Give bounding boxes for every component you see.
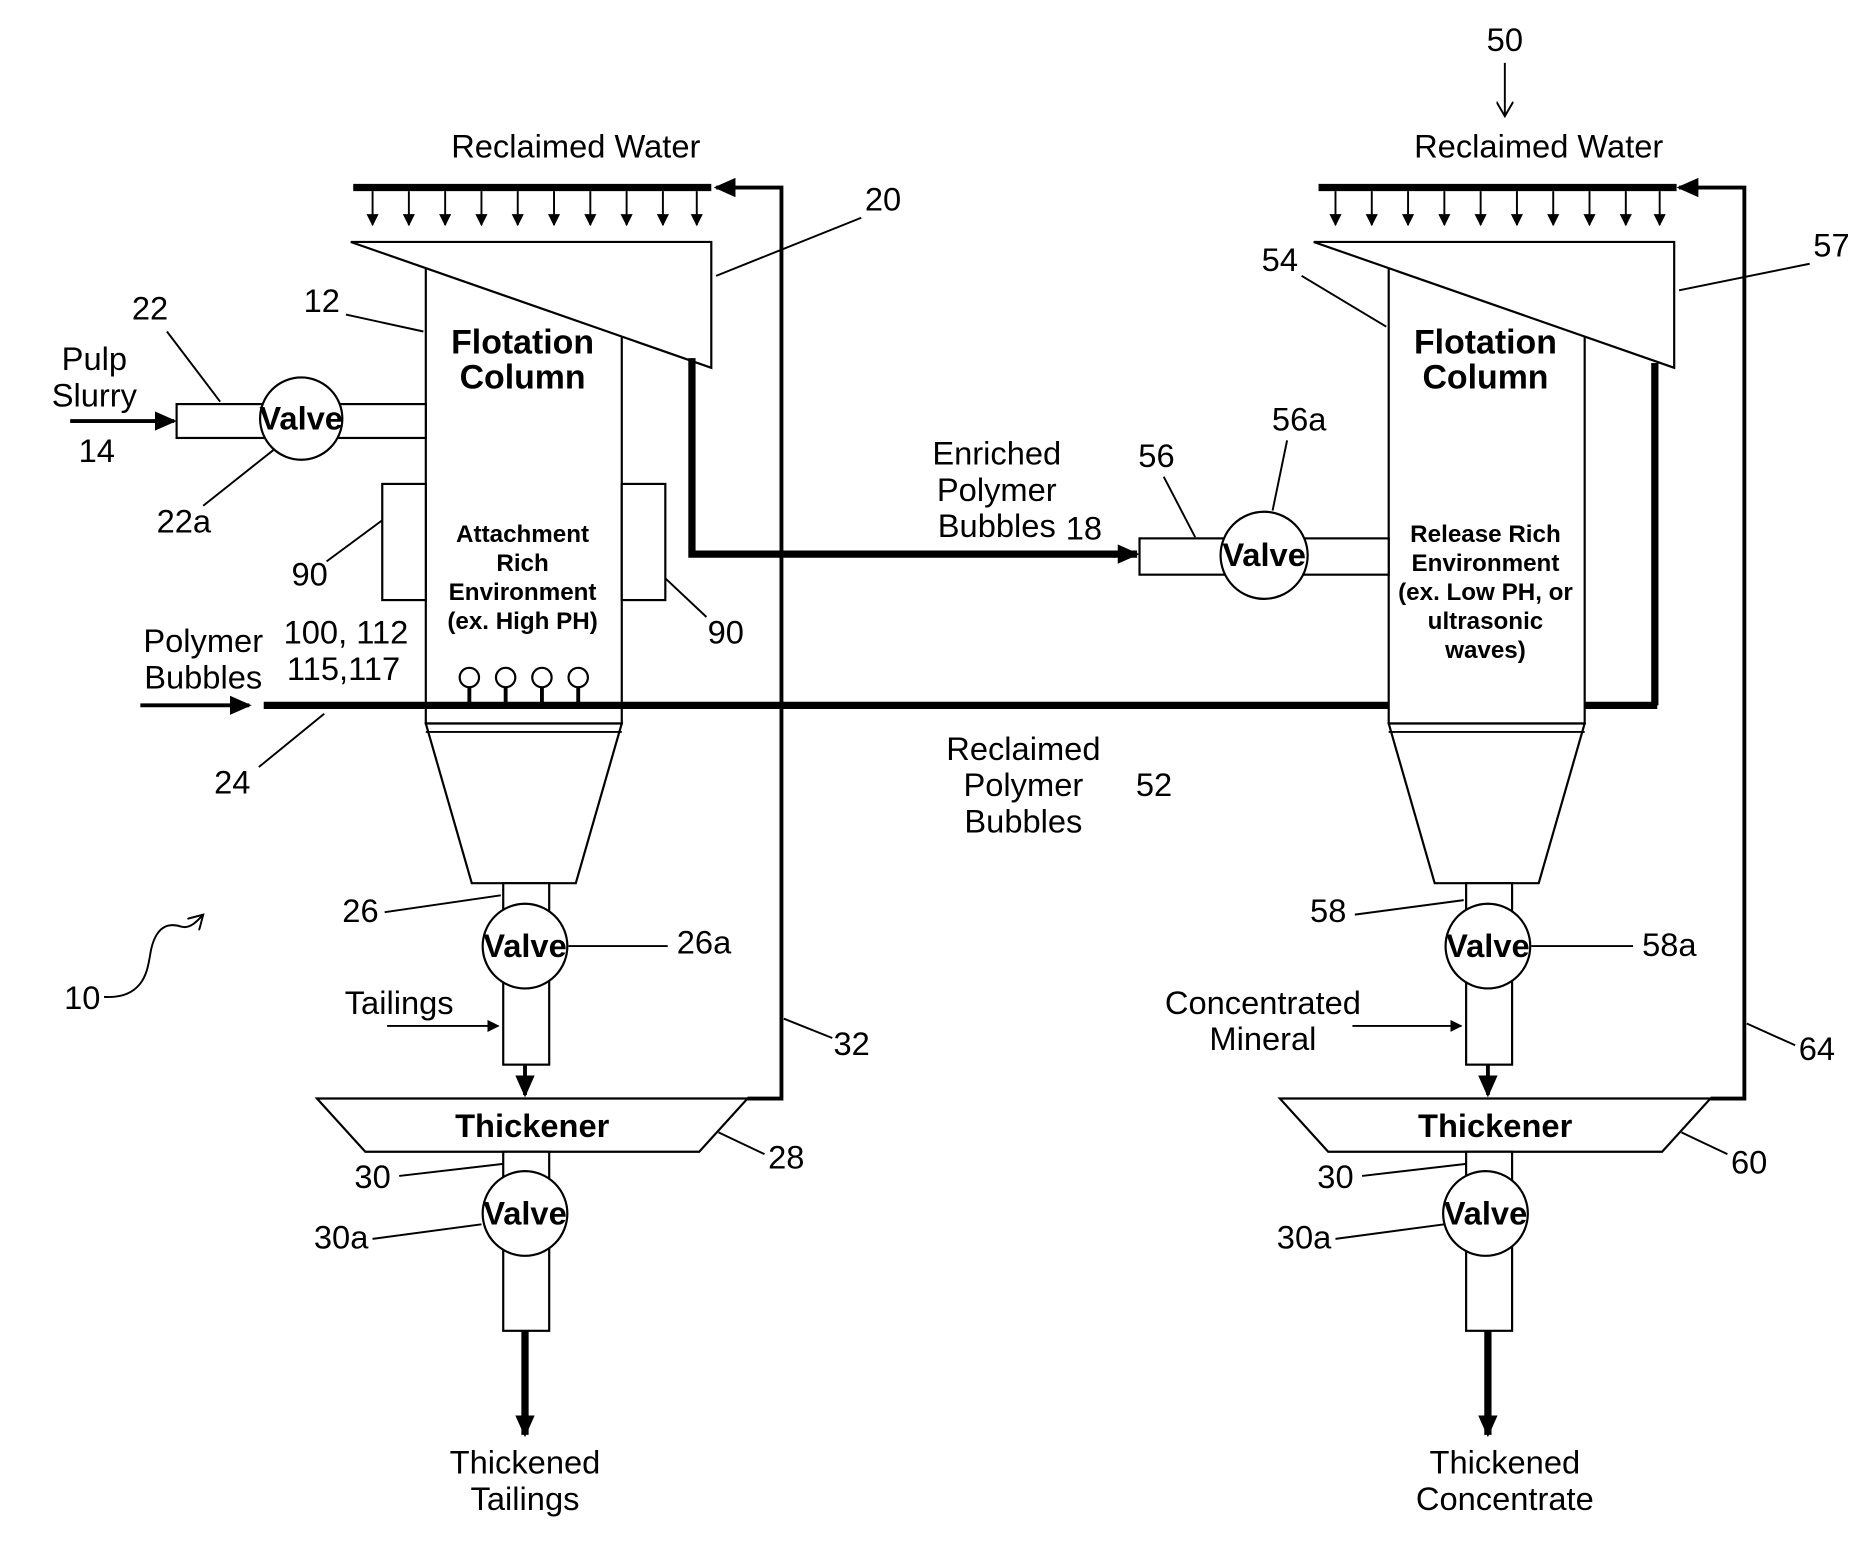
release-l4: ultrasonic [1428, 608, 1544, 635]
enriched-l1: Enriched [932, 435, 1061, 472]
ref-90-right: 90 [708, 614, 744, 651]
concentrated-l2: Mineral [1209, 1020, 1316, 1057]
ref-58: 58 [1310, 892, 1346, 929]
reclaimed-polymer-l3: Bubbles [964, 802, 1082, 839]
flotation-column-left-l1: Flotation [451, 323, 594, 361]
valve-label: Valve [259, 399, 343, 436]
thickened-concentrate-l1: Thickened [1430, 1444, 1581, 1481]
ref-30-right: 30 [1317, 1158, 1353, 1195]
enriched-l3: Bubbles [938, 507, 1056, 544]
left-flotation-unit: Valve Valve Thickener Valve [70, 188, 781, 1435]
pulp-slurry-l2: Slurry [52, 377, 138, 414]
left-spray-arrows [373, 191, 697, 225]
flotation-column-left-l2: Column [460, 358, 586, 396]
ref-28: 28 [768, 1139, 804, 1176]
polymer-bubbles-l2: Bubbles [144, 658, 262, 695]
flotation-column-right-l1: Flotation [1414, 323, 1557, 361]
left-side-box-90 [382, 484, 426, 600]
thickened-tailings-l1: Thickened [450, 1444, 601, 1481]
ref-20: 20 [865, 181, 901, 218]
ref-12: 12 [304, 282, 340, 319]
concentrated-l1: Concentrated [1165, 984, 1361, 1021]
right-spray-arrows [1335, 191, 1659, 225]
ref-26a: 26a [677, 923, 732, 960]
flotation-column-right-l2: Column [1422, 358, 1548, 396]
ref-22: 22 [132, 289, 168, 326]
reclaimed-polymer-l1: Reclaimed [946, 730, 1100, 767]
thickened-concentrate-l2: Concentrate [1416, 1480, 1594, 1517]
ref-24: 24 [214, 764, 250, 801]
reclaimed-water-left: Reclaimed Water [451, 127, 700, 164]
thickener-left-label: Thickener [455, 1107, 610, 1144]
ref-90-left: 90 [292, 556, 328, 593]
right-column-cone [1389, 723, 1585, 883]
ref-115-117: 115,117 [287, 650, 400, 687]
attach-l3: Environment [449, 579, 597, 606]
ref-26: 26 [342, 892, 378, 929]
ref-60: 60 [1731, 1144, 1767, 1181]
thickened-tailings-l2: Tailings [471, 1480, 580, 1517]
ref-56a: 56a [1272, 401, 1327, 438]
release-l2: Environment [1412, 550, 1560, 577]
release-l1: Release Rich [1410, 521, 1561, 548]
enriched-l2: Polymer [937, 471, 1057, 508]
thickener-right-label: Thickener [1418, 1107, 1573, 1144]
right-side-box-90 [622, 484, 666, 600]
pulp-slurry-l1: Pulp [62, 340, 127, 377]
release-l3: (ex. Low PH, or [1398, 579, 1573, 606]
ref-58a: 58a [1642, 926, 1697, 963]
attach-l4: (ex. High PH) [447, 608, 598, 635]
valve-label: Valve [483, 1194, 567, 1231]
ref-18: 18 [1066, 510, 1102, 547]
release-l5: waves) [1444, 637, 1526, 664]
valve-label: Valve [1444, 1194, 1528, 1231]
ref-30a-left: 30a [314, 1219, 369, 1256]
tailings-label: Tailings [345, 984, 454, 1021]
left-column-cone [426, 723, 622, 883]
ref-32: 32 [833, 1025, 869, 1062]
ref-56: 56 [1138, 437, 1174, 474]
ref-14: 14 [79, 432, 115, 469]
valve-label: Valve [1222, 536, 1306, 573]
ref-54: 54 [1262, 241, 1298, 278]
ref-10: 10 [64, 979, 100, 1016]
ref-50: 50 [1487, 21, 1523, 58]
ref-100-112: 100, 112 [284, 614, 409, 651]
ref-52: 52 [1136, 766, 1172, 803]
ref-30a-right: 30a [1277, 1219, 1332, 1256]
ref-22a: 22a [157, 502, 212, 539]
valve-label: Valve [483, 927, 567, 964]
reclaimed-water-right: Reclaimed Water [1414, 127, 1663, 164]
reclaimed-polymer-l2: Polymer [964, 766, 1084, 803]
attach-l2: Rich [496, 550, 548, 577]
ref-30-left: 30 [354, 1158, 390, 1195]
polymer-bubbles-l1: Polymer [143, 622, 263, 659]
attach-l1: Attachment [456, 521, 589, 548]
valve-label: Valve [1446, 927, 1530, 964]
ref-57: 57 [1813, 226, 1849, 263]
ref-64: 64 [1799, 1030, 1835, 1067]
